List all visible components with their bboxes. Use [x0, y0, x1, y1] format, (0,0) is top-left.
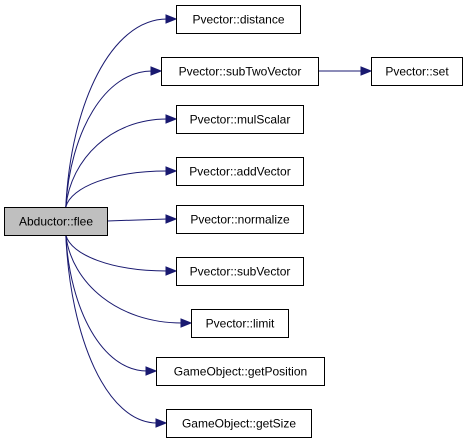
node-box	[191, 309, 289, 338]
node-box	[176, 105, 304, 134]
node-label: GameObject::getSize	[182, 417, 296, 431]
node-label: Pvector::limit	[206, 317, 275, 331]
node-normalize[interactable]: Pvector::normalize	[176, 205, 304, 234]
node-box	[176, 257, 304, 286]
arrowhead-subVector	[165, 266, 178, 276]
arrowhead-mulScalar	[165, 114, 178, 124]
call-edge-flee-to-subVector	[65, 234, 168, 272]
node-box	[176, 205, 304, 234]
node-distance[interactable]: Pvector::distance	[176, 5, 301, 34]
node-getSize[interactable]: GameObject::getSize	[166, 409, 312, 438]
node-label: Pvector::addVector	[189, 165, 290, 179]
arrowhead-addVector	[165, 166, 178, 176]
node-box	[176, 5, 301, 34]
node-label: Abductor::flee	[19, 215, 93, 229]
arrowhead-normalize	[165, 214, 178, 224]
node-label: Pvector::mulScalar	[190, 113, 291, 127]
node-label: Pvector::set	[385, 65, 449, 79]
arrowhead-subTwoVector	[150, 66, 163, 76]
node-box	[156, 357, 325, 386]
arrowhead-set	[360, 66, 373, 76]
node-label: GameObject::getPosition	[174, 365, 307, 379]
node-addVector[interactable]: Pvector::addVector	[176, 157, 304, 186]
node-box	[166, 409, 312, 438]
node-label: Pvector::distance	[192, 13, 284, 27]
node-label: Pvector::normalize	[190, 213, 290, 227]
call-edge-flee-to-getPosition	[65, 234, 148, 372]
arrowhead-getPosition	[145, 366, 158, 376]
node-box	[4, 207, 108, 236]
node-subTwoVector[interactable]: Pvector::subTwoVector	[161, 57, 319, 86]
node-box	[161, 57, 319, 86]
arrowhead-getSize	[155, 418, 168, 428]
node-label: Pvector::subVector	[190, 265, 291, 279]
arrowhead-limit	[180, 318, 193, 328]
node-box	[371, 57, 463, 86]
arrowhead-distance	[165, 14, 178, 24]
node-subVector[interactable]: Pvector::subVector	[176, 257, 304, 286]
node-set[interactable]: Pvector::set	[371, 57, 463, 86]
call-edge-flee-to-subTwoVector	[65, 70, 153, 208]
call-edge-flee-to-getSize	[65, 234, 158, 424]
node-getPosition[interactable]: GameObject::getPosition	[156, 357, 325, 386]
nodes-layer: Abductor::flee Pvector::distancePvector::…	[4, 5, 463, 438]
edges-layer	[65, 14, 373, 428]
call-edge-flee-to-limit	[65, 234, 183, 324]
node-mulScalar[interactable]: Pvector::mulScalar	[176, 105, 304, 134]
node-box	[176, 157, 304, 186]
node-flee[interactable]: Abductor::flee	[4, 207, 108, 236]
call-edge-flee-to-addVector	[65, 170, 168, 208]
node-limit[interactable]: Pvector::limit	[191, 309, 289, 338]
call-edge-flee-to-normalize	[106, 218, 168, 222]
call-edge-flee-to-mulScalar	[65, 118, 168, 208]
node-label: Pvector::subTwoVector	[179, 65, 302, 79]
call-edge-flee-to-distance	[65, 18, 168, 208]
